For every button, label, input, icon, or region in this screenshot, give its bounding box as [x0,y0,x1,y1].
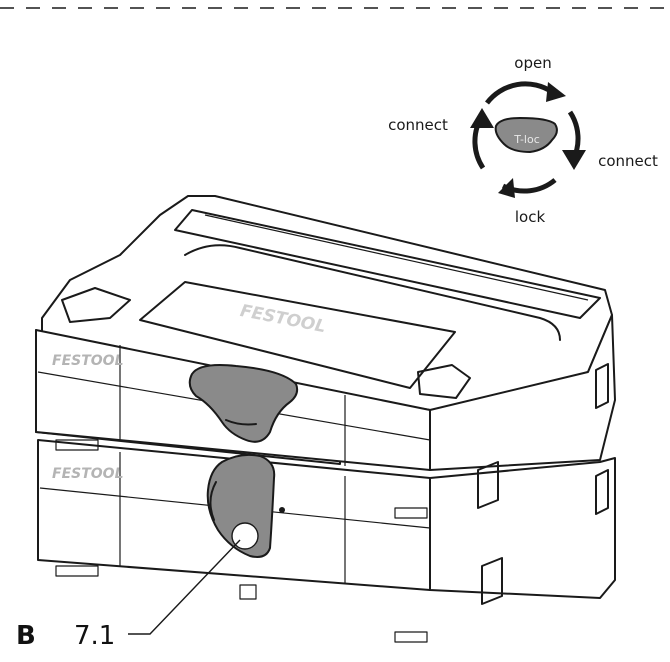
side-grip-upper [477,461,499,509]
recess-right [417,364,471,399]
recess-left [61,287,131,323]
label-open: open [514,54,551,72]
center-clip [239,584,257,600]
upper-latch-ring [225,419,257,426]
callout-number: 7.1 [74,621,115,651]
foot-4 [394,631,428,643]
lower-module-side [429,457,616,599]
upper-module-side [429,314,616,471]
label-connect-left: connect [388,116,448,134]
lid-panel [139,281,456,389]
label-lock: lock [515,208,546,226]
lower-latch-lever [209,481,217,521]
handle [174,209,601,319]
handle-grip [204,214,589,301]
side-grip-right-lower [595,469,609,515]
tloc-inset: T-loc open connect connect lock [388,54,658,226]
tloc-knob [494,116,558,154]
lower-brand: FESTOOL [52,466,123,482]
foot-3 [394,507,428,519]
label-connect-right: connect [598,152,658,170]
tloc-knob-label: T-loc [513,133,540,146]
figure-letter: B [16,621,36,651]
upper-brand: FESTOOL [52,353,123,369]
systainer-stack: FESTOOL FESTOOL FESTOOL [35,195,616,643]
rotation-arrowheads [470,82,586,198]
foot-1 [55,439,99,451]
side-grip-lower [481,557,503,605]
side-grip-right-upper [595,363,609,409]
callout-leader [128,539,241,635]
upper-latch [188,364,299,443]
latch-pin [279,507,285,513]
handle-inner [184,244,561,341]
foot-2 [55,565,99,577]
